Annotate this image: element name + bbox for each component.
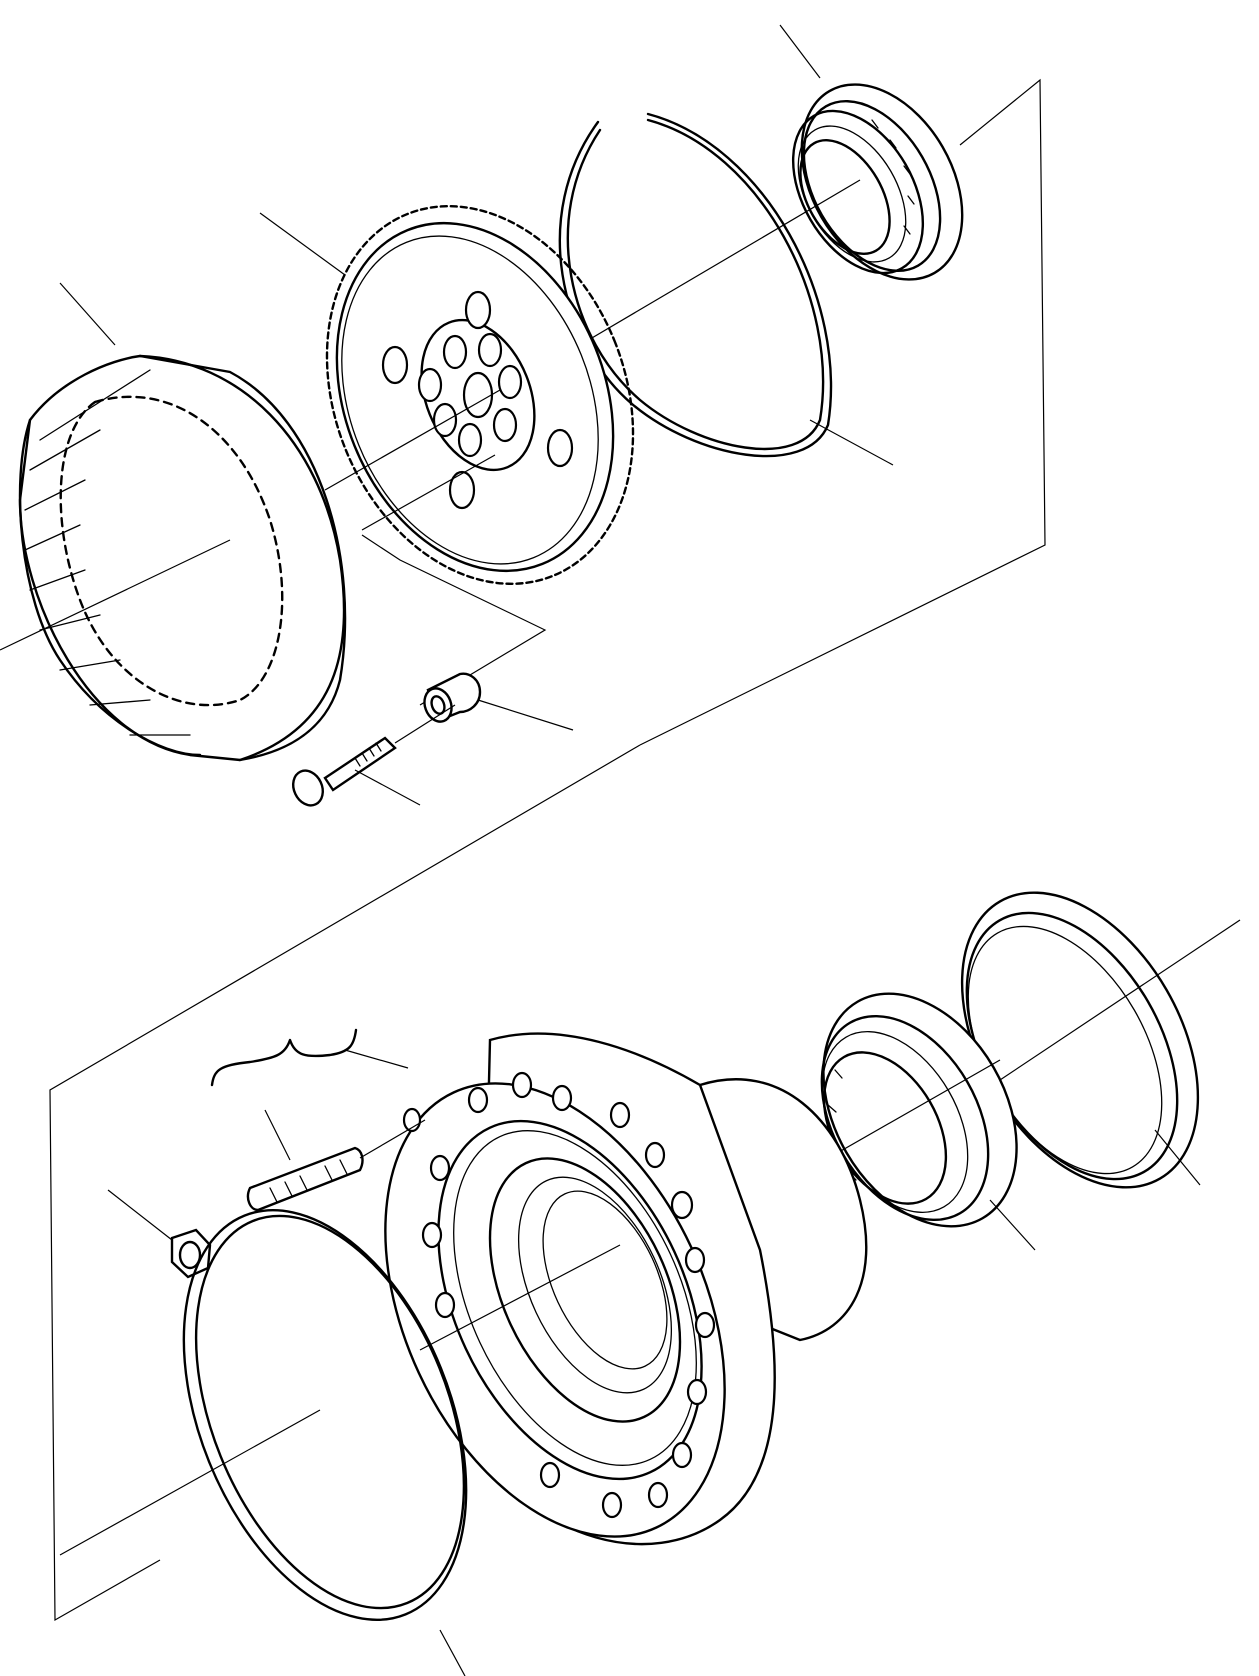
top-bearing [580, 25, 995, 345]
ring-gear [0, 283, 345, 760]
snap-ring [560, 114, 893, 465]
oil-seal [913, 851, 1246, 1228]
assembly-frame-bottom [50, 745, 640, 1620]
bottom-bearing [784, 959, 1056, 1261]
carrier-plate [260, 160, 687, 630]
bushing [420, 674, 573, 730]
capscrew [288, 705, 455, 810]
wheel-nut [108, 1190, 210, 1277]
wheel-hub [318, 1029, 867, 1591]
assembly-frame-top [362, 80, 1045, 745]
wheel-stud [212, 1030, 425, 1210]
o-ring [60, 1169, 521, 1676]
